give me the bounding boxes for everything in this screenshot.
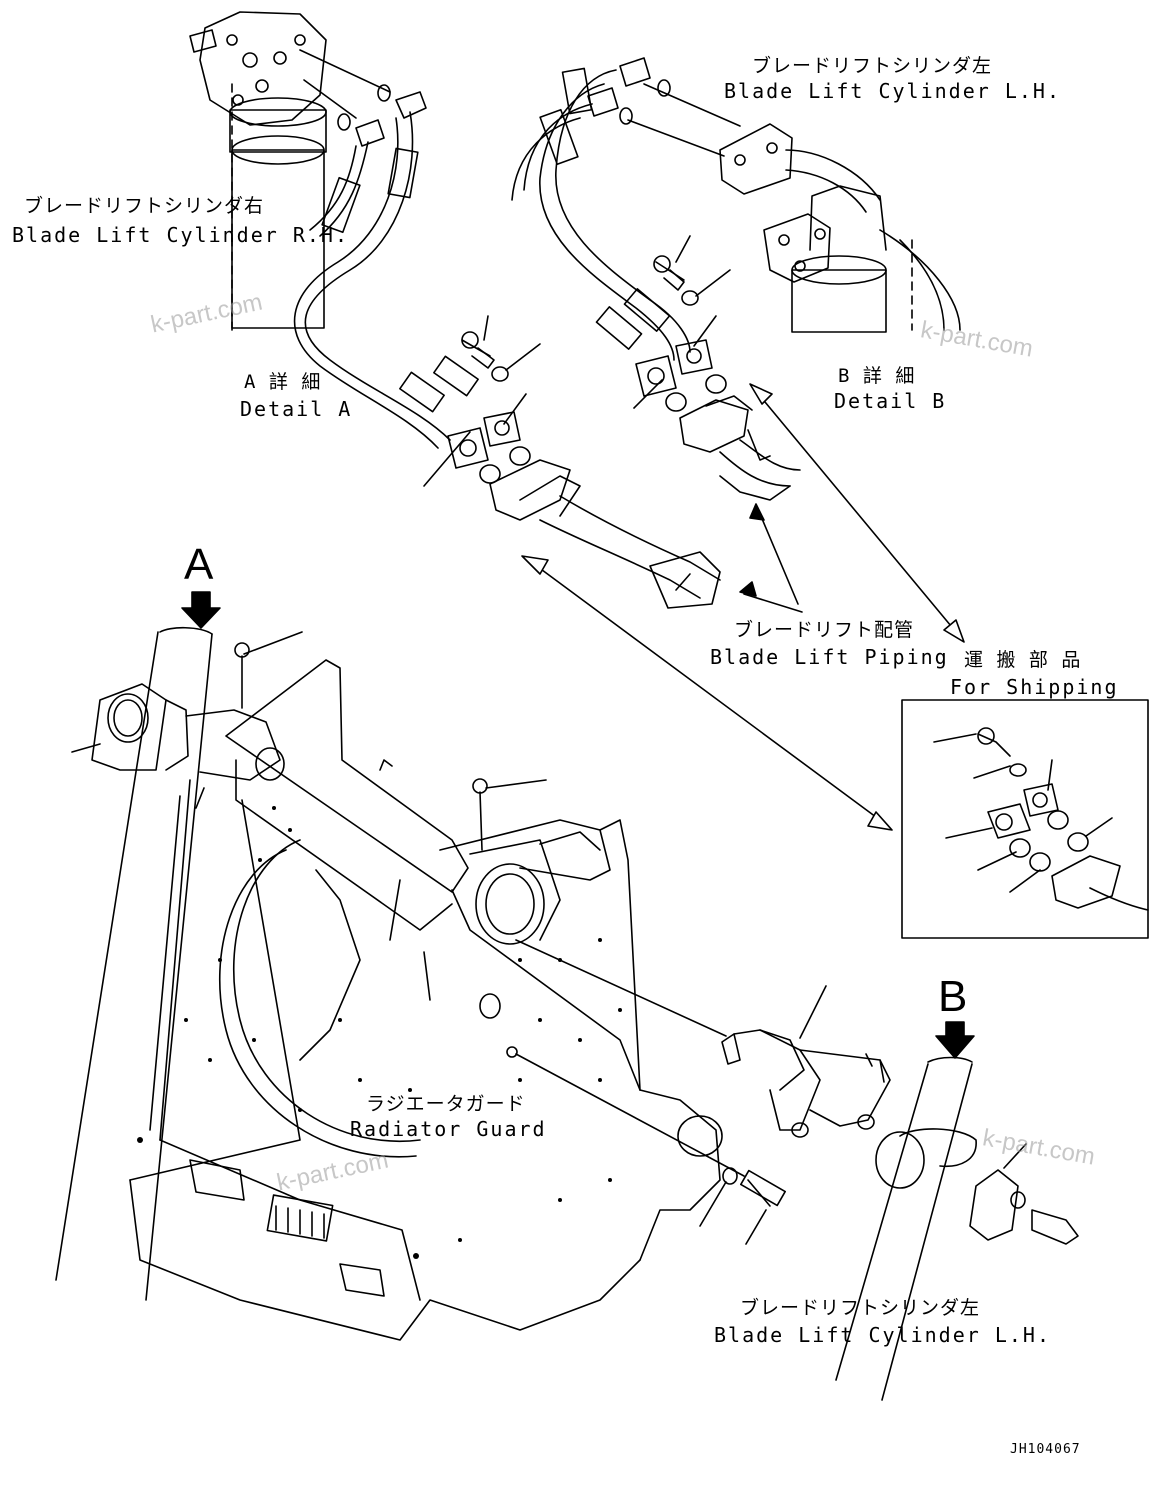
label-cyl-rh-jp: ブレードリフトシリンダ右 bbox=[24, 195, 265, 217]
label-detail-b-en: Detail B bbox=[834, 389, 947, 413]
label-cyl-rh-en: Blade Lift Cylinder R.H. bbox=[12, 223, 349, 247]
label-shipping-en: For Shipping bbox=[950, 675, 1119, 699]
view-marker-a: A bbox=[184, 540, 214, 589]
label-cyl-lh-top-jp: ブレードリフトシリンダ左 bbox=[752, 55, 993, 77]
cylinder-lh-top bbox=[620, 80, 960, 332]
cylinder-left-a bbox=[56, 628, 302, 1300]
label-cyl-lh-bottom-en: Blade Lift Cylinder L.H. bbox=[714, 1323, 1051, 1347]
hoses-detail-a bbox=[295, 92, 479, 448]
label-detail-b-jp: B 詳 細 bbox=[838, 365, 916, 387]
cylinder-rh-top bbox=[190, 12, 390, 330]
label-piping-en: Blade Lift Piping bbox=[710, 645, 949, 669]
drawing-code: JH104067 bbox=[1010, 1442, 1081, 1457]
label-radiator-jp: ラジエータガード bbox=[366, 1093, 526, 1115]
label-radiator-en: Radiator Guard bbox=[350, 1117, 547, 1141]
label-piping-jp: ブレードリフト配管 bbox=[734, 619, 915, 641]
hoses-detail-b bbox=[512, 58, 690, 360]
radiator-guard-frame bbox=[130, 660, 722, 1340]
view-marker-b: B bbox=[938, 972, 968, 1021]
guard-holes bbox=[137, 806, 622, 1259]
clamps-detail-b bbox=[634, 236, 800, 500]
shipping-box bbox=[902, 700, 1148, 938]
cylinder-right-b bbox=[507, 940, 1078, 1400]
label-shipping-jp: 運 搬 部 品 bbox=[964, 649, 1082, 671]
clamps-detail-a bbox=[424, 316, 720, 608]
double-arrows bbox=[522, 384, 964, 830]
label-detail-a-jp: A 詳 細 bbox=[244, 371, 322, 393]
label-cyl-lh-top-en: Blade Lift Cylinder L.H. bbox=[724, 79, 1061, 103]
label-cyl-lh-bottom-jp: ブレードリフトシリンダ左 bbox=[740, 1297, 981, 1319]
view-arrows bbox=[182, 592, 974, 1058]
label-detail-a-en: Detail A bbox=[240, 397, 353, 421]
